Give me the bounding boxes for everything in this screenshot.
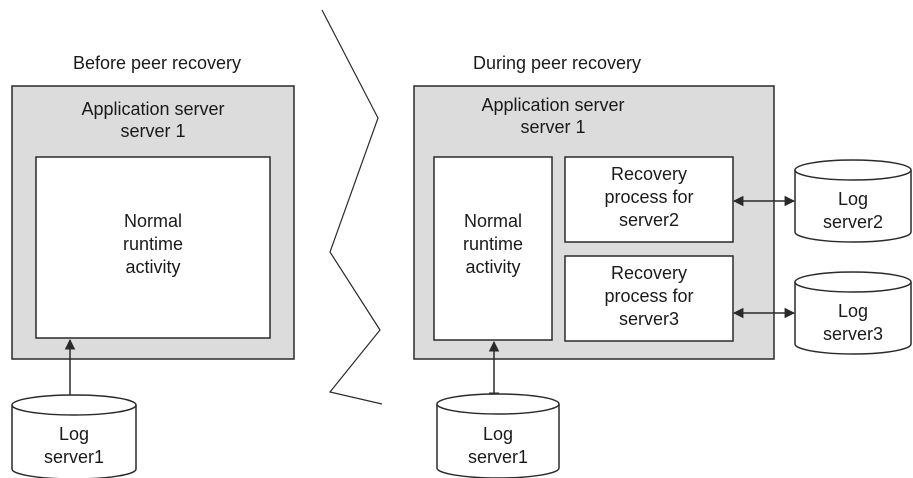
left-server-title-line2: server 1 [120, 121, 185, 141]
log2-label-line1: Log [838, 189, 868, 209]
left-log-server1-cylinder: Log server1 [11, 394, 137, 478]
left-log-label-line2: server1 [44, 447, 104, 467]
left-server-title-line1: Application server [81, 99, 224, 119]
right-log-server1-cylinder: Log server1 [436, 393, 560, 478]
left-activity-line2: runtime [123, 234, 183, 254]
left-normal-activity-box [35, 156, 271, 339]
right-log1-label-line2: server1 [468, 447, 528, 467]
log-server3-cylinder: Log server3 [794, 271, 912, 355]
left-caption: Before peer recovery [73, 53, 241, 73]
recovery-process-server3-box [564, 255, 734, 342]
right-log1-label-line1: Log [483, 424, 513, 444]
log3-label-line2: server3 [823, 324, 883, 344]
right-server-title-line1: Application server [481, 95, 624, 115]
left-activity-line1: Normal [124, 211, 182, 231]
right-caption: During peer recovery [473, 53, 641, 73]
recovery3-line3: server3 [619, 309, 679, 329]
recovery2-line2: process for [604, 187, 693, 207]
recovery3-line2: process for [604, 286, 693, 306]
right-activity-line2: runtime [463, 234, 523, 254]
log-server2-cylinder: Log server2 [794, 159, 912, 243]
log3-label-line1: Log [838, 301, 868, 321]
zigzag-divider [321, 9, 383, 405]
right-activity-line3: activity [465, 257, 520, 277]
log2-label-line2: server2 [823, 212, 883, 232]
right-server-title-line2: server 1 [520, 117, 585, 137]
recovery3-line1: Recovery [611, 263, 687, 283]
left-log-label-line1: Log [59, 424, 89, 444]
recovery2-line1: Recovery [611, 164, 687, 184]
recovery2-line3: server2 [619, 210, 679, 230]
left-activity-line3: activity [125, 257, 180, 277]
right-normal-activity-box [433, 156, 553, 341]
right-activity-line1: Normal [464, 211, 522, 231]
